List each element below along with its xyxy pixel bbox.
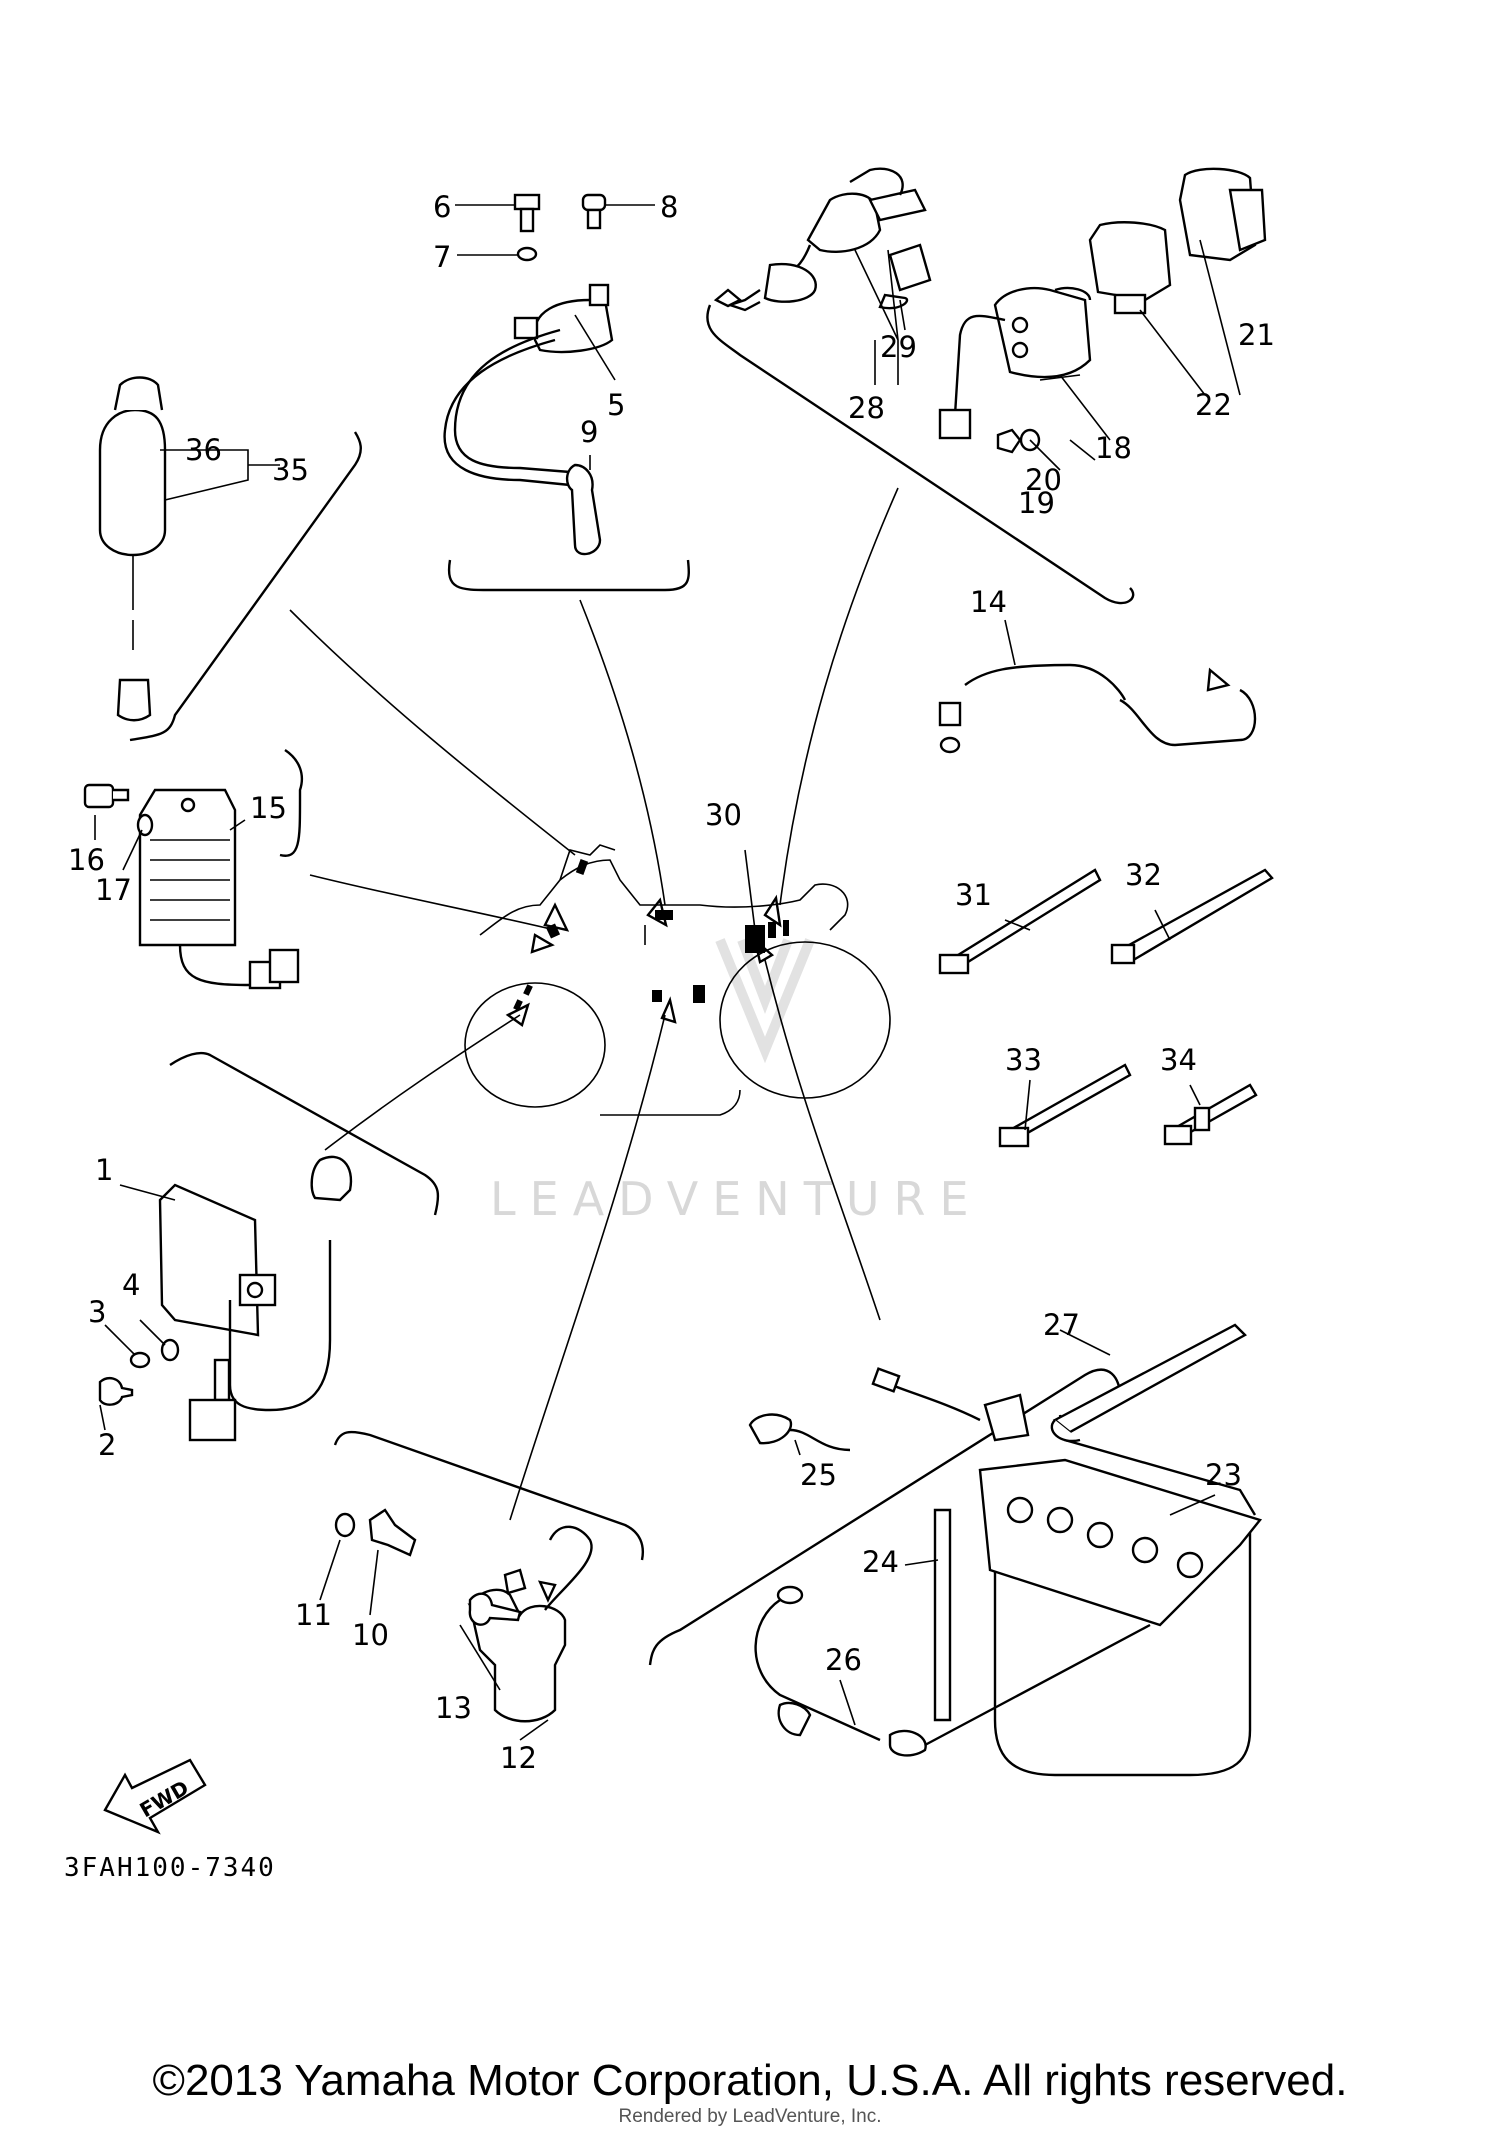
callout-10: 10 — [352, 1618, 389, 1652]
callout-29: 29 — [880, 330, 917, 364]
callout-17: 17 — [95, 873, 132, 907]
callout-27: 27 — [1043, 1308, 1080, 1342]
watermark-text: LEADVENTURE — [490, 1172, 983, 1226]
callout-15: 15 — [250, 791, 287, 825]
callout-7: 7 — [433, 240, 451, 274]
callout-32: 32 — [1125, 858, 1162, 892]
callout-22: 22 — [1195, 388, 1232, 422]
callout-8: 8 — [660, 190, 678, 224]
callout-20: 20 — [1025, 463, 1062, 497]
callout-labels: 6 7 8 5 9 36 35 28 29 18 20 19 22 21 14 … — [68, 190, 1275, 1775]
part-5-coil — [443, 283, 614, 556]
callout-6: 6 — [433, 190, 451, 224]
part-6-bolt — [513, 193, 607, 262]
callout-18: 18 — [1095, 431, 1132, 465]
callout-12: 12 — [500, 1741, 537, 1775]
callout-9: 9 — [580, 415, 598, 449]
callout-36: 36 — [185, 433, 222, 467]
watermark: LEADVENTURE — [490, 938, 983, 1226]
callout-13: 13 — [435, 1691, 472, 1725]
callout-30: 30 — [705, 798, 742, 832]
callout-4: 4 — [122, 1268, 140, 1302]
callout-25: 25 — [800, 1458, 837, 1492]
part-24-27-battery-leads — [748, 1323, 1247, 1757]
vehicle-outline — [464, 844, 891, 1116]
callout-14: 14 — [970, 585, 1007, 619]
part-28-switch-and-29-fuse — [713, 167, 932, 312]
part-35-switch — [98, 376, 167, 722]
callout-21: 21 — [1238, 318, 1275, 352]
callout-35: 35 — [272, 453, 309, 487]
callout-31: 31 — [955, 878, 992, 912]
rendered-by-notice: Rendered by LeadVenture, Inc. — [618, 2106, 882, 2127]
callout-26: 26 — [825, 1643, 862, 1677]
callout-34: 34 — [1160, 1043, 1197, 1077]
callout-19: 19 — [1018, 486, 1055, 520]
callout-33: 33 — [1005, 1043, 1042, 1077]
part-22-relay — [1088, 167, 1267, 315]
callout-24: 24 — [862, 1545, 899, 1579]
callout-23: 23 — [1205, 1458, 1242, 1492]
callout-1: 1 — [95, 1153, 113, 1187]
leader-lines — [129, 304, 1135, 1666]
copyright-notice: ©2013 Yamaha Motor Corporation, U.S.A. A… — [152, 2056, 1348, 2105]
part-31-34-ties — [938, 868, 1274, 1148]
part-1-cdi — [98, 1155, 353, 1442]
diagram-reference-code: 3FAH100-7340 — [64, 1853, 276, 1883]
callout-3: 3 — [88, 1295, 106, 1329]
part-14-lead — [938, 663, 1257, 754]
fwd-arrow-icon: FWD — [103, 1758, 207, 1835]
callout-28: 28 — [848, 391, 885, 425]
callout-16: 16 — [68, 843, 105, 877]
part-10-12-sensor — [334, 1508, 593, 1723]
callout-5: 5 — [607, 388, 625, 422]
part-18-relay — [938, 286, 1092, 454]
callout-11: 11 — [295, 1598, 332, 1632]
callout-leaders — [94, 204, 1241, 1741]
callout-2: 2 — [98, 1428, 116, 1462]
part-23-battery — [978, 1414, 1263, 1777]
